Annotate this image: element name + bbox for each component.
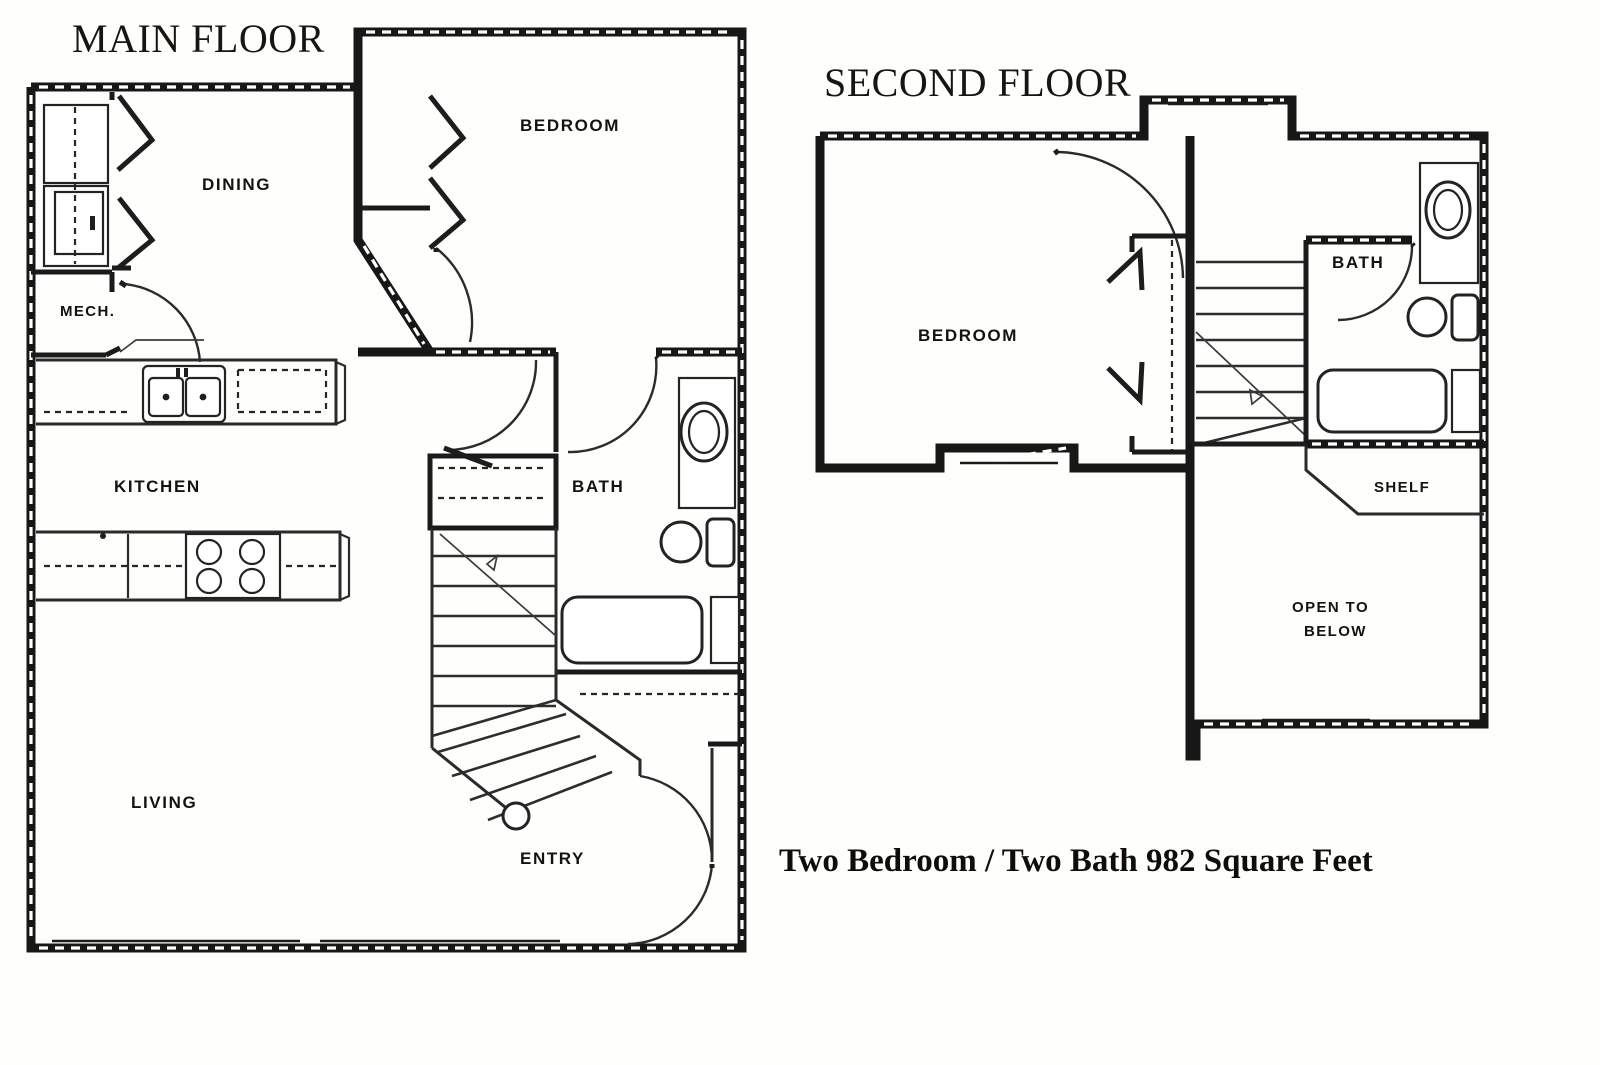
second-floor-bath-walls (1303, 235, 1484, 449)
second-floor-bedroom-closet (1106, 233, 1190, 455)
bifold-door-upper (116, 94, 156, 172)
tub-shelf-2 (1450, 368, 1482, 434)
bifold-door-lower (116, 196, 156, 270)
toilet-bowl (659, 520, 703, 564)
mech-closet (31, 269, 202, 363)
sink-faucet (176, 368, 180, 377)
main-floor-title: MAIN FLOOR (72, 16, 325, 61)
room-label-mech: MECH. (60, 303, 115, 320)
room-label-bedroom-second: BEDROOM (918, 326, 1018, 345)
room-label-entry: ENTRY (520, 849, 585, 868)
appliance-handle (90, 216, 95, 230)
counter-end-cap (335, 360, 347, 426)
burner-1 (195, 538, 223, 566)
stair-newel-post (501, 801, 531, 831)
counter-mark (100, 533, 106, 539)
shelf-area (1304, 446, 1484, 516)
burner-2 (238, 538, 266, 566)
burner-4 (238, 567, 266, 595)
second-floor-title: SECOND FLOOR (824, 60, 1131, 105)
room-label-bedroom-main: BEDROOM (520, 116, 620, 135)
lavatory-basin (687, 409, 721, 455)
toilet-tank-2 (1450, 293, 1480, 342)
bathtub-2 (1316, 368, 1448, 434)
bedroom-door-main (433, 247, 474, 343)
toilet-tank (705, 517, 736, 568)
second-floor-stairs (1189, 248, 1308, 447)
sink-faucet-b (184, 368, 188, 377)
second-floor-bath-fixtures (1316, 161, 1482, 434)
room-label-open-to-below-1: OPEN TO (1292, 599, 1369, 616)
dining-area (42, 92, 156, 271)
room-label-dining: DINING (202, 175, 271, 194)
burner-3 (195, 567, 223, 595)
kitchen-upper-counter (36, 339, 347, 426)
kitchen-lower-counter (36, 530, 351, 602)
room-label-open-to-below-2: BELOW (1304, 623, 1367, 640)
plan-caption: Two Bedroom / Two Bath 982 Square Feet (779, 843, 1373, 879)
entry-area (627, 741, 742, 946)
bedroom-closet-main (354, 94, 467, 355)
tub-shelf (709, 595, 741, 665)
room-label-living: LIVING (131, 793, 197, 812)
toilet-bowl-2 (1406, 296, 1448, 338)
main-floor-stairs (427, 453, 642, 831)
room-label-kitchen: KITCHEN (114, 477, 201, 496)
bathtub (560, 595, 704, 665)
lavatory-basin-2 (1432, 188, 1464, 232)
second-floor-exterior-walls (815, 95, 1489, 761)
room-label-shelf: SHELF (1374, 479, 1430, 496)
room-label-bath-second: BATH (1332, 253, 1384, 272)
bath-main-walls (430, 347, 742, 696)
sink-drain-right (199, 393, 207, 401)
second-floor-bedroom-door (1053, 148, 1185, 279)
appliance-door (53, 190, 105, 256)
bath-main-fixtures (560, 376, 741, 665)
room-label-bath-main: BATH (572, 477, 624, 496)
sink-drain-left (162, 393, 170, 401)
